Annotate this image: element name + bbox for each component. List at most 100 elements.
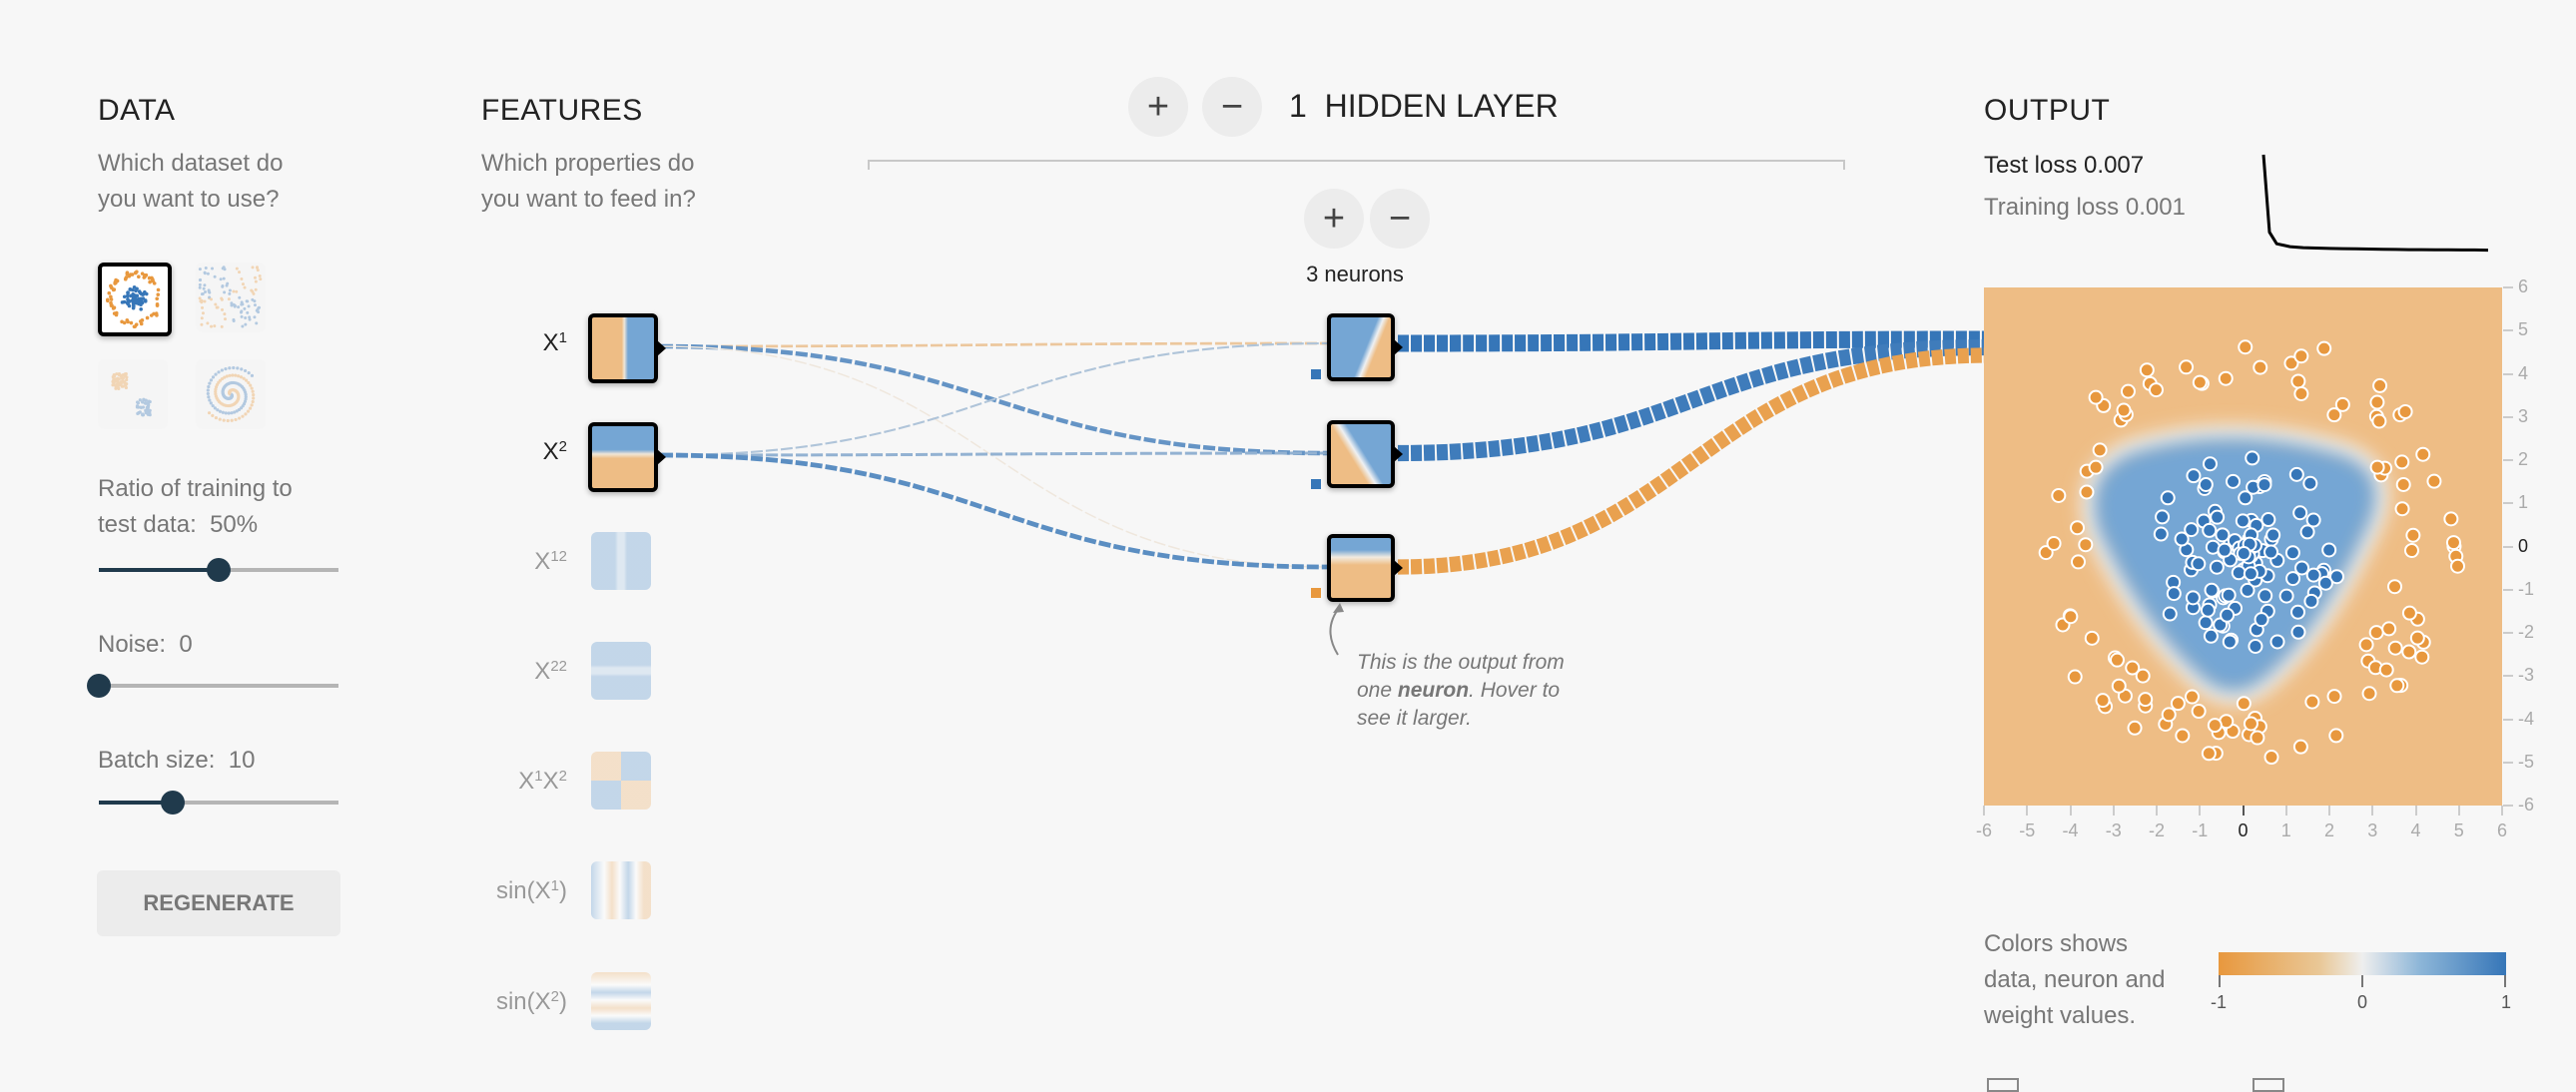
noise-value: 0 [179, 631, 193, 658]
thumb-dot [227, 396, 231, 400]
batch-slider[interactable] [99, 791, 338, 815]
thumb-dot [243, 368, 248, 373]
orange-point [2293, 385, 2309, 401]
y-axis-tick [2503, 545, 2513, 548]
thumb-dot [211, 375, 216, 379]
feature-node[interactable] [591, 642, 651, 700]
thumb-dot [238, 416, 242, 420]
noise-slider[interactable] [87, 674, 338, 698]
thumb-dot [152, 281, 157, 285]
thumb-dot [213, 274, 217, 278]
thumb-dot [114, 379, 118, 383]
thumb-dot [144, 409, 149, 413]
annotation-text-2: . Hover to see it larger. [1357, 679, 1561, 730]
thumb-dot [232, 388, 236, 392]
thumb-dot [219, 277, 223, 281]
output-weight-link[interactable] [1397, 338, 1988, 462]
orange-point [2394, 501, 2410, 517]
remove-layer-button[interactable]: − [1202, 77, 1262, 137]
thumb-dot [255, 266, 259, 270]
dataset-xor[interactable] [196, 263, 266, 332]
thumb-dot [126, 290, 130, 295]
feature-node[interactable] [591, 972, 651, 1030]
thumb-dot [146, 405, 150, 409]
add-layer-button[interactable]: + [1128, 77, 1188, 137]
thumb-dot [142, 397, 146, 402]
thumb-dot [221, 267, 225, 271]
bias-2[interactable] [1311, 479, 1321, 489]
dataset-gaussian[interactable] [98, 359, 168, 429]
orange-point [2088, 459, 2104, 475]
orange-point [2405, 527, 2421, 543]
output-weight-link[interactable] [1397, 330, 1988, 352]
test-loss: Test loss 0.007 [1984, 152, 2144, 180]
add-neuron-button[interactable]: + [1304, 189, 1364, 249]
orange-point [2326, 407, 2342, 423]
feature-node[interactable] [588, 422, 666, 492]
input-weight-link[interactable] [660, 341, 1328, 348]
neuron-2[interactable] [1327, 420, 1403, 488]
neuron-3[interactable] [1327, 534, 1403, 602]
thumb-dot [251, 289, 255, 293]
noise-slider-handle[interactable] [87, 674, 111, 698]
blue-point [2226, 473, 2242, 489]
neuron-count: 3 neurons [1306, 262, 1404, 286]
ratio-slider[interactable] [99, 558, 338, 582]
thumb-dot [155, 296, 160, 301]
thumb-dot [112, 377, 116, 381]
feature-node[interactable] [591, 532, 651, 590]
bias-3[interactable] [1311, 588, 1321, 598]
y-axis-tick [2503, 761, 2513, 764]
feature-node[interactable] [591, 861, 651, 919]
feature-node[interactable] [591, 752, 651, 810]
color-legend-bar [2219, 952, 2506, 975]
input-weight-link[interactable] [660, 341, 1328, 457]
thumb-dot [216, 408, 220, 412]
x-axis-tick [2069, 806, 2072, 816]
y-axis-tick [2503, 675, 2513, 678]
thumb-dot [238, 295, 242, 299]
x-tick-label: -5 [2019, 820, 2036, 840]
thumb-dot [134, 288, 138, 293]
checkbox[interactable] [1987, 1078, 2019, 1092]
ratio-slider-handle[interactable] [207, 558, 231, 582]
batch-slider-handle[interactable] [161, 791, 186, 815]
thumb-dot [221, 410, 225, 414]
orange-point [2401, 644, 2417, 660]
input-weight-link[interactable] [660, 451, 1328, 457]
thumb-dot [203, 283, 207, 287]
noise-label: Noise: 0 [98, 627, 193, 663]
bias-1[interactable] [1311, 369, 1321, 379]
thumb-dot [211, 413, 215, 417]
orange-point [2084, 630, 2100, 646]
feature-node[interactable] [588, 313, 666, 383]
thumb-dot [225, 396, 229, 400]
dataset-spiral[interactable] [196, 359, 266, 429]
input-weight-link[interactable] [660, 345, 1328, 568]
output-heatmap[interactable] [1984, 287, 2502, 806]
orange-point [2038, 545, 2054, 561]
checkbox[interactable] [2253, 1078, 2284, 1092]
thumb-dot [228, 391, 232, 395]
legend-tick [2361, 975, 2363, 987]
remove-neuron-button[interactable]: − [1370, 189, 1430, 249]
legend-text-line3: weight values. [1984, 1002, 2137, 1029]
orange-point [2095, 693, 2111, 709]
thumb-dot [240, 367, 244, 371]
y-tick-label: 1 [2518, 492, 2529, 513]
regenerate-button[interactable]: REGENERATE [97, 870, 340, 936]
thumb-dot [156, 292, 161, 296]
dataset-circle[interactable] [98, 263, 172, 336]
thumb-dot [229, 388, 233, 392]
thumb-dot [239, 406, 244, 410]
thumb-dot [218, 378, 223, 382]
thumb-dot [230, 388, 234, 392]
thumb-dot [231, 388, 236, 392]
y-axis-tick [2503, 502, 2513, 505]
output-weight-link[interactable] [1397, 347, 1988, 575]
orange-point [2443, 511, 2459, 527]
x-tick-label: 1 [2280, 820, 2291, 840]
neuron-1[interactable] [1327, 313, 1403, 381]
thumb-dot [109, 294, 113, 299]
input-weight-link[interactable] [660, 452, 1328, 570]
